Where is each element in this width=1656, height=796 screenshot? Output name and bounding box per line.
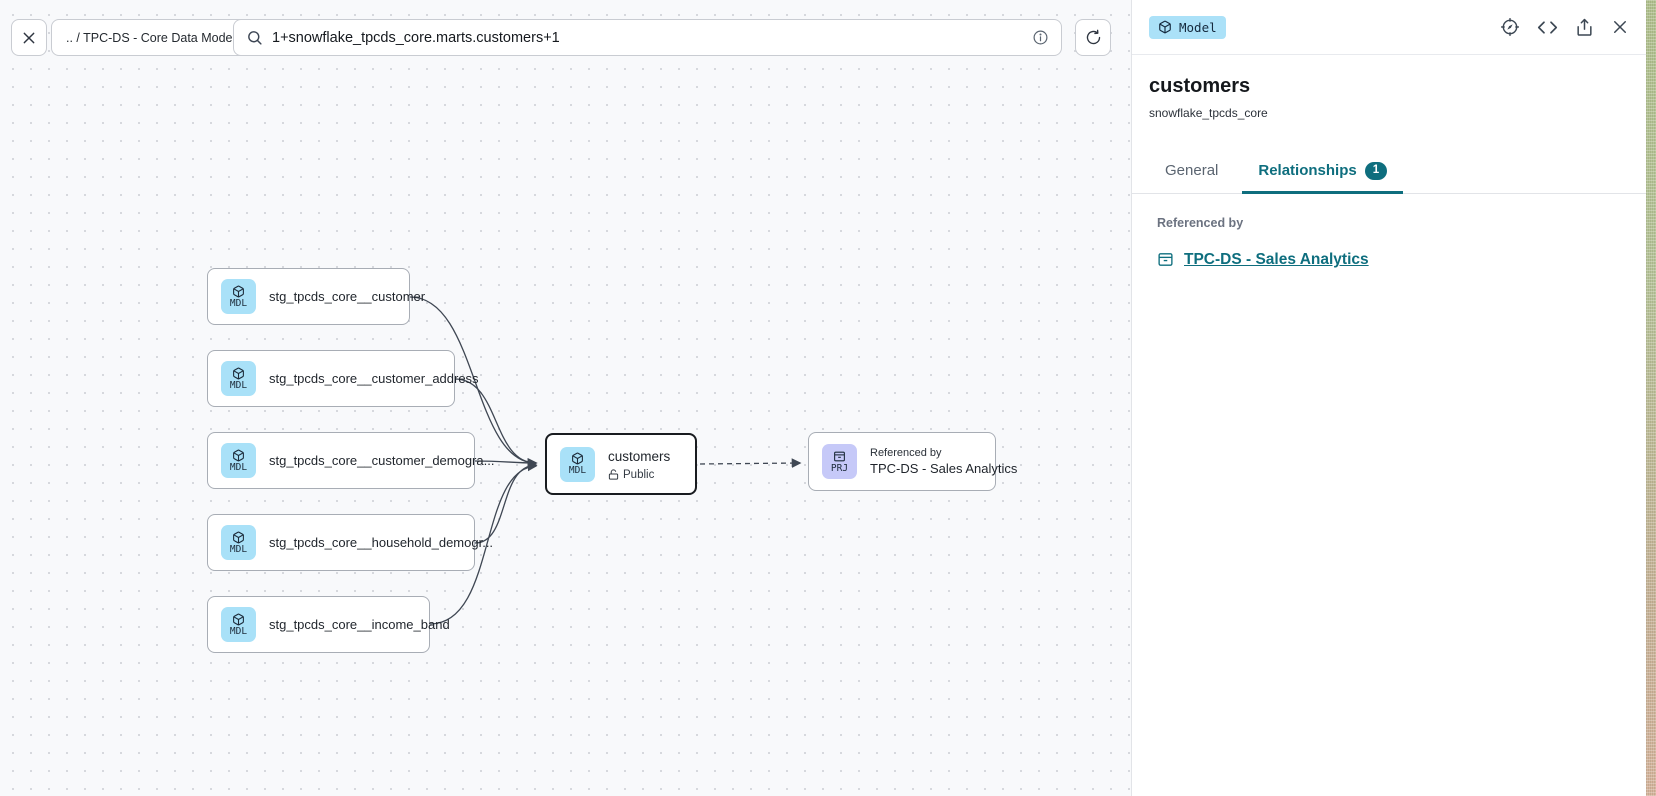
node-label: stg_tpcds_core__customer (269, 289, 426, 304)
node-customers[interactable]: MDL customers Public (545, 433, 697, 495)
badge-label: MDL (229, 379, 248, 391)
desktop-wallpaper-strip (1646, 0, 1656, 796)
badge-label: MDL (229, 543, 248, 555)
model-badge: MDL (221, 443, 256, 478)
search-input[interactable] (272, 29, 1032, 46)
lineage-search[interactable] (233, 19, 1062, 56)
referenced-project-link[interactable]: TPC-DS - Sales Analytics (1184, 250, 1369, 268)
archive-icon (833, 450, 846, 463)
panel-header: Model (1132, 0, 1646, 55)
cube-icon (232, 367, 245, 380)
badge-label: MDL (568, 465, 587, 477)
cube-icon (232, 531, 245, 544)
model-badge: MDL (221, 525, 256, 560)
node-visibility: Public (608, 469, 670, 481)
cube-icon (232, 613, 245, 626)
archive-icon (1157, 251, 1174, 268)
node-stg-tpcds-core-income-band[interactable]: MDL stg_tpcds_core__income_band (207, 596, 450, 653)
node-label: stg_tpcds_core__customer_demogra... (269, 453, 495, 468)
wallpaper-texture (1646, 0, 1656, 796)
node-label: stg_tpcds_core__income_band (269, 617, 450, 632)
node-stg-tpcds-core-household-demographics[interactable]: MDL stg_tpcds_core__household_demogr... (207, 514, 493, 571)
model-badge: MDL (221, 279, 256, 314)
referenced-project-row[interactable]: TPC-DS - Sales Analytics (1157, 251, 1621, 269)
node-label: TPC-DS - Sales Analytics (870, 461, 1018, 476)
relationships-count-badge: 1 (1364, 162, 1388, 180)
close-icon (21, 30, 37, 46)
badge-label: MDL (229, 297, 248, 309)
referenced-by-label: Referenced by (1157, 215, 1244, 230)
node-stg-tpcds-core-customer-address[interactable]: MDL stg_tpcds_core__customer_address (207, 350, 479, 407)
explore-lineage-icon[interactable] (1500, 17, 1520, 37)
close-panel-icon[interactable] (1611, 18, 1629, 36)
info-icon[interactable] (1032, 29, 1049, 46)
panel-title-block: customers snowflake_tpcds_core (1132, 55, 1646, 126)
badge-label: PRJ (830, 462, 849, 474)
search-icon (246, 29, 263, 46)
tab-relationships[interactable]: Relationships 1 (1242, 150, 1403, 194)
page-title: customers (1149, 75, 1251, 97)
node-stg-tpcds-core-customer-demographics[interactable]: MDL stg_tpcds_core__customer_demogra... (207, 432, 494, 489)
node-referenced-project[interactable]: PRJ Referenced by TPC-DS - Sales Analyti… (808, 432, 1017, 491)
panel-actions (1500, 17, 1629, 38)
schema-subtitle: snowflake_tpcds_core (1149, 106, 1268, 120)
cube-icon (232, 449, 245, 462)
badge-label: MDL (229, 461, 248, 473)
relationships-content: Referenced by TPC-DS - Sales Analytics (1132, 194, 1646, 291)
unlock-icon (608, 469, 619, 480)
node-label: stg_tpcds_core__household_demogr... (269, 535, 494, 550)
code-icon[interactable] (1537, 17, 1558, 38)
lineage-edges (409, 296, 802, 625)
node-stg-tpcds-core-customer[interactable]: MDL stg_tpcds_core__customer (207, 268, 425, 325)
model-type-badge: Model (1149, 15, 1226, 39)
model-badge: MDL (221, 361, 256, 396)
type-badge-label: Model (1179, 19, 1217, 35)
breadcrumb[interactable]: .. / TPC-DS - Core Data Models (51, 19, 257, 56)
node-label: stg_tpcds_core__customer_address (269, 371, 479, 386)
close-lineage-button[interactable] (11, 19, 47, 56)
details-panel: Model customers snowflake_tpcds_core (1131, 0, 1646, 796)
node-label: customers (608, 448, 671, 464)
model-badge: MDL (560, 446, 595, 482)
cube-icon (232, 285, 245, 298)
node-caption: Referenced by (870, 447, 942, 459)
cube-icon (1158, 20, 1172, 34)
panel-tabs: General Relationships 1 (1132, 150, 1646, 194)
refresh-icon (1085, 29, 1102, 46)
breadcrumb-label: .. / TPC-DS - Core Data Models (66, 30, 242, 45)
refresh-button[interactable] (1075, 19, 1111, 56)
project-badge: PRJ (822, 444, 857, 479)
share-icon[interactable] (1575, 18, 1594, 37)
model-badge: MDL (221, 607, 256, 642)
lineage-canvas[interactable]: .. / TPC-DS - Core Data Models MDL stg_t… (0, 0, 1131, 796)
cube-icon (571, 452, 584, 465)
tab-general[interactable]: General (1165, 162, 1219, 180)
badge-label: MDL (229, 625, 248, 637)
